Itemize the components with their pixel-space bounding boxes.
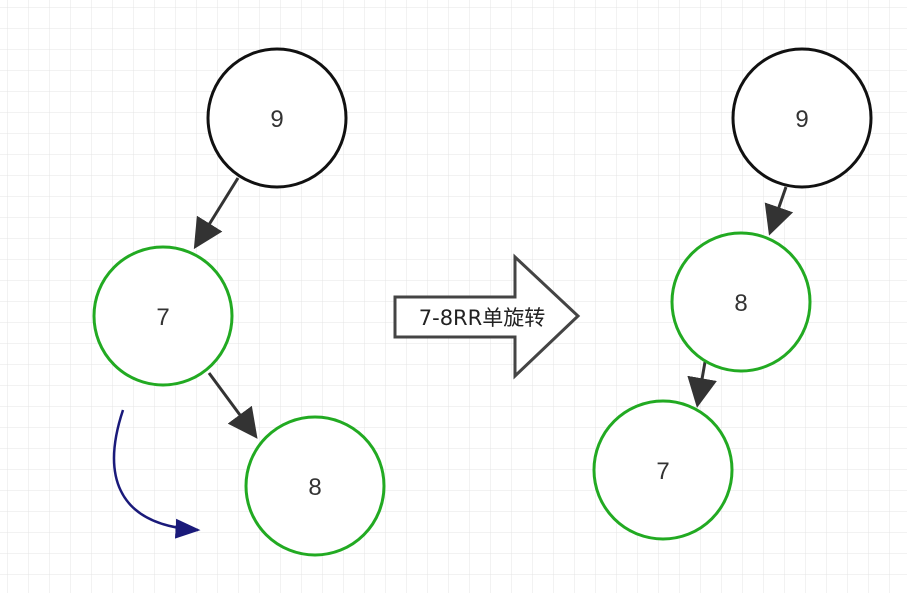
edge-9-to-7: [193, 177, 240, 250]
before-node-8-label: 8: [308, 474, 321, 501]
before-node-7: 7: [92, 245, 234, 387]
after-node-9: 9: [731, 47, 873, 189]
before-node-8: 8: [244, 415, 386, 557]
block-arrow-shape: [393, 253, 581, 380]
after-tree: 9 8 7: [592, 47, 873, 541]
after-node-8: 8: [670, 231, 812, 373]
before-tree: 9 7 8: [92, 47, 386, 557]
rr-rotation-arrow: 7-8RR单旋转: [393, 253, 581, 380]
edge-8-to-7: [687, 361, 717, 408]
rotation-hint-arrow: [112, 409, 201, 539]
before-node-9: 9: [206, 47, 348, 189]
edge-9-to-8: [764, 186, 794, 236]
rr-rotation-label: 7-8RR单旋转: [419, 306, 545, 330]
after-node-7: 7: [592, 399, 734, 541]
after-node-8-label: 8: [734, 290, 747, 317]
edge-7-to-8: [207, 372, 258, 439]
before-node-9-label: 9: [270, 106, 283, 133]
after-node-9-label: 9: [795, 106, 808, 133]
before-node-7-label: 7: [156, 304, 169, 331]
after-node-7-label: 7: [656, 458, 669, 485]
